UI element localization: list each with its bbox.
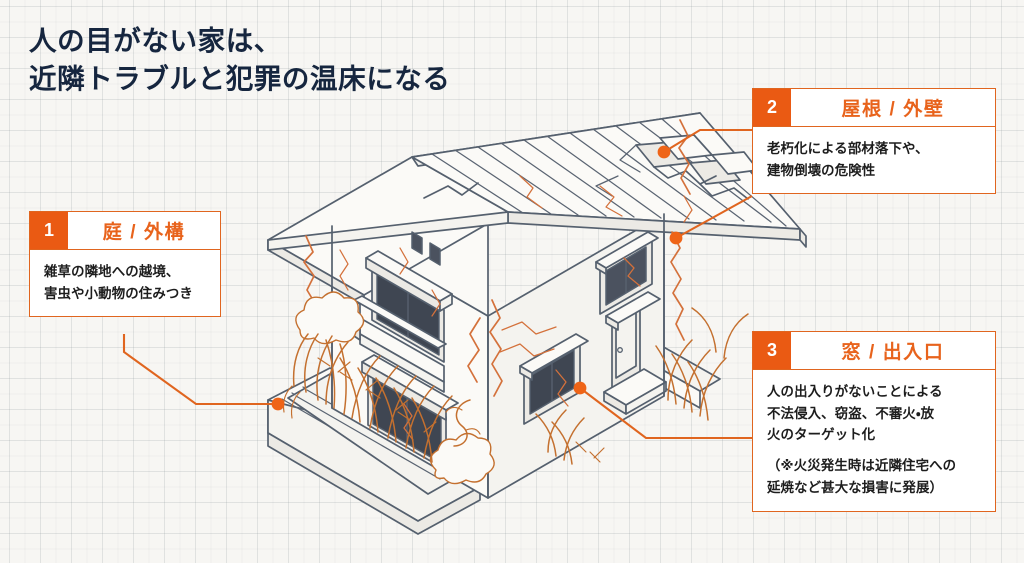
callout-card-2[interactable]: 2 屋根 / 外壁 老朽化による部材落下や、 建物倒壊の危険性 bbox=[752, 88, 996, 195]
callout-body-2: 老朽化による部材落下や、 建物倒壊の危険性 bbox=[767, 141, 929, 178]
callout-header-3: 3 窓 / 出入口 bbox=[753, 332, 995, 370]
callout-header-2: 2 屋根 / 外壁 bbox=[753, 89, 995, 127]
marker-dot-1 bbox=[271, 397, 285, 411]
connector-3 bbox=[579, 387, 752, 440]
overgrown-weeds bbox=[282, 291, 749, 485]
callout-number-3: 3 bbox=[753, 332, 791, 369]
connector-2b bbox=[675, 195, 753, 239]
marker-dot-2a bbox=[657, 145, 671, 159]
callout-title-1: 庭 / 外構 bbox=[102, 221, 186, 243]
callout-connectors bbox=[122, 128, 753, 440]
callout-title-2: 屋根 / 外壁 bbox=[841, 98, 945, 120]
callout-number-1: 1 bbox=[30, 212, 68, 249]
page-title-line-2: 近隣トラブルと犯罪の温床になる bbox=[29, 62, 451, 94]
callout-body-1: 雑草の隣地への越境、 害虫や小動物の住みつき bbox=[44, 264, 193, 301]
connector-1 bbox=[122, 334, 278, 406]
callout-body-3: 人の出入りがないことによる 不法侵入、窃盗、不審火・放 火のターゲット化 （※火災… bbox=[753, 370, 995, 511]
right-wall-openings bbox=[519, 231, 667, 425]
callout-title-3: 窓 / 出入口 bbox=[841, 341, 945, 363]
callout-body-3-note: （※火災発生時は近隣住宅への 延焼など甚大な損害に発展） bbox=[767, 458, 957, 495]
roof bbox=[267, 112, 807, 306]
damaged-roof-tiles bbox=[595, 134, 759, 200]
marker-dot-2b bbox=[669, 231, 683, 245]
callout-number-2: 2 bbox=[753, 89, 791, 126]
marker-dot-3 bbox=[573, 381, 587, 395]
page-title: 人の目がない家は、 近隣トラブルと犯罪の温床になる bbox=[29, 22, 451, 98]
callout-body-3-main: 人の出入りがないことによる 不法侵入、窃盗、不審火・放 火のターゲット化 bbox=[767, 384, 943, 443]
wall-cracks bbox=[303, 119, 693, 441]
page-title-line-1: 人の目がない家は、 bbox=[29, 25, 282, 56]
callout-header-1: 1 庭 / 外構 bbox=[30, 212, 220, 250]
connector-2a bbox=[663, 128, 752, 153]
callout-card-3[interactable]: 3 窓 / 出入口 人の出入りがないことによる 不法侵入、窃盗、不審火・放 火の… bbox=[752, 331, 996, 512]
callout-card-1[interactable]: 1 庭 / 外構 雑草の隣地への越境、 害虫や小動物の住みつき bbox=[29, 211, 221, 318]
